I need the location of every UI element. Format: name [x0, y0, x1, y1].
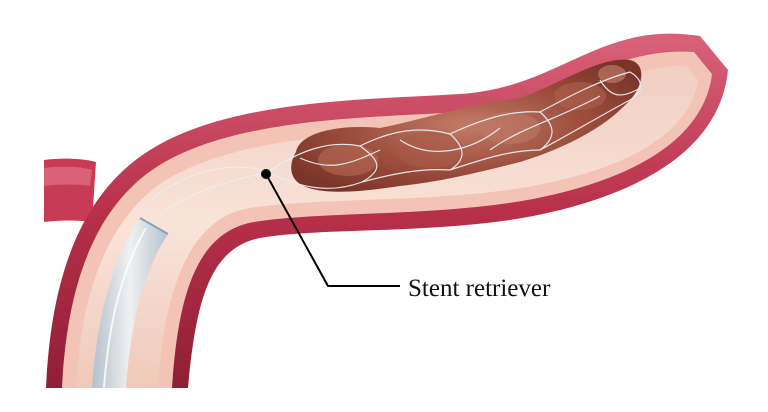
branch-vessel	[44, 158, 96, 222]
stent-mesh	[149, 71, 642, 215]
callout-leader	[261, 169, 400, 287]
catheter	[92, 217, 169, 389]
callout-line	[265, 173, 400, 287]
clot	[291, 59, 642, 192]
stent-retriever-label: Stent retriever	[408, 275, 551, 302]
